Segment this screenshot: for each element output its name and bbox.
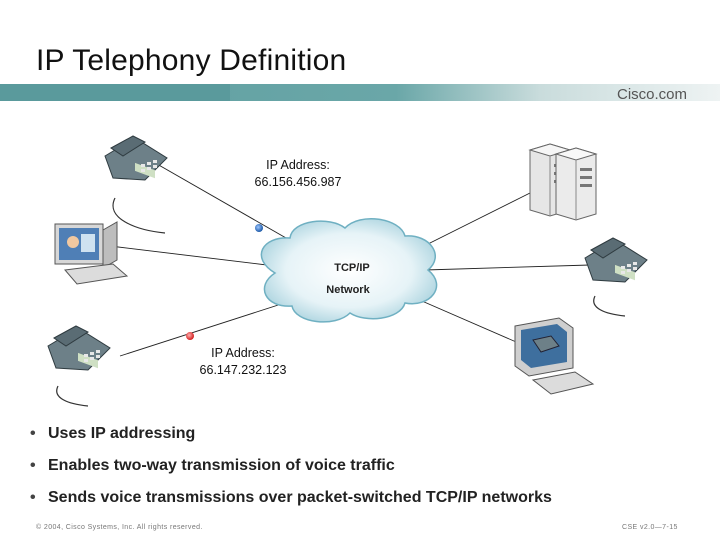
copyright-footer: © 2004, Cisco Systems, Inc. All rights r… <box>36 524 203 531</box>
server-icon <box>528 143 598 221</box>
tcp-ip-network-cloud: TCP/IP Network <box>260 217 438 323</box>
ip-address-bottom-label: IP Address: <box>211 346 275 360</box>
slide-number: CSE v2.0—7-15 <box>622 524 678 531</box>
video-pc-icon <box>54 221 129 285</box>
slide-title: IP Telephony Definition <box>36 44 347 77</box>
ip-address-top-value: 66.156.456.987 <box>254 175 342 189</box>
ip-address-bottom: IP Address: 66.147.232.123 <box>183 345 303 379</box>
ip-address-bottom-value: 66.147.232.123 <box>199 363 287 377</box>
cisco-logo: Cisco.com <box>617 86 688 103</box>
address-dot-red <box>186 332 194 340</box>
title-band <box>0 84 720 101</box>
softphone-pc-icon <box>514 317 595 395</box>
cloud-label-line2: Network <box>326 284 370 296</box>
bullet-item: Sends voice transmissions over packet-sw… <box>30 486 552 518</box>
bullet-item: Enables two-way transmission of voice tr… <box>30 454 552 486</box>
connection-lines <box>109 159 591 357</box>
ip-address-top: IP Address: 66.156.456.987 <box>238 157 358 191</box>
bullet-item: Uses IP addressing <box>30 422 552 454</box>
address-dot-blue <box>255 224 263 232</box>
cloud-label-line1: TCP/IP <box>334 262 369 274</box>
ip-address-top-label: IP Address: <box>266 158 330 172</box>
ip-phone-icon <box>584 237 648 317</box>
ip-phone-icon <box>104 135 168 234</box>
ip-phone-icon <box>47 325 111 407</box>
network-diagram: TCP/IP Network <box>47 135 648 407</box>
bullet-list: Uses IP addressing Enables two-way trans… <box>30 422 552 518</box>
